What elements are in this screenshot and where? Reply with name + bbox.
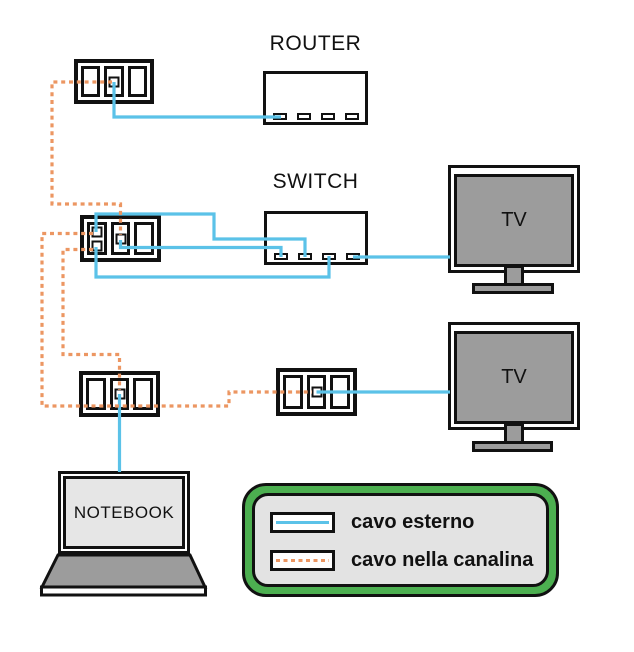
notebook-base	[39, 553, 208, 589]
switch-device	[264, 211, 368, 265]
wall-socket-middle	[80, 215, 161, 262]
ethernet-port	[311, 386, 322, 398]
notebook-base-strip	[40, 585, 207, 597]
ethernet-port	[91, 226, 103, 238]
legend-swatch-dashed	[270, 550, 335, 571]
ethernet-port	[108, 76, 120, 87]
socket-slot	[283, 375, 303, 409]
socket-slot	[86, 378, 106, 410]
legend-panel: cavo esterno cavo nella canalina	[252, 493, 549, 587]
tv-stand-base	[472, 441, 553, 452]
notebook-screen: NOTEBOOK	[63, 476, 185, 549]
ethernet-port	[115, 233, 126, 244]
switch-label: SWITCH	[272, 170, 359, 193]
legend-row-external: cavo esterno	[270, 512, 546, 533]
switch-port-2	[298, 253, 312, 260]
router-port-2	[297, 113, 311, 120]
socket-slot	[104, 66, 124, 97]
socket-slot	[133, 378, 154, 410]
tv-screen: TV	[454, 174, 574, 267]
wall-socket-top	[74, 59, 154, 104]
socket-slot	[330, 375, 351, 409]
tv-top-label: TV	[501, 209, 527, 231]
router-port-3	[321, 113, 335, 120]
tv-bottom-label: TV	[501, 366, 527, 388]
wall-socket-tv	[276, 368, 357, 416]
socket-slot	[110, 222, 131, 255]
notebook-lid: NOTEBOOK	[58, 471, 190, 554]
router-label: ROUTER	[269, 32, 362, 55]
switch-port-3	[322, 253, 336, 260]
switch-port-4	[346, 253, 360, 260]
socket-slot	[306, 375, 327, 409]
legend-dashed-line	[276, 558, 329, 563]
router-port-4	[345, 113, 359, 120]
tv-stand-base	[472, 283, 554, 294]
conduit-cable-3	[61, 247, 122, 390]
ethernet-port	[114, 388, 125, 400]
router-device	[263, 71, 368, 125]
socket-slot	[127, 66, 147, 97]
legend-label-external: cavo esterno	[351, 511, 475, 533]
legend: cavo esterno cavo nella canalina	[242, 483, 559, 597]
legend-label-conduit: cavo nella canalina	[351, 549, 534, 571]
wall-socket-bottom-left	[79, 371, 160, 417]
tv-screen: TV	[454, 331, 574, 424]
notebook-label: NOTEBOOK	[73, 502, 175, 522]
socket-slot	[109, 378, 130, 410]
socket-slot	[81, 66, 101, 97]
legend-solid-line	[276, 520, 329, 525]
legend-swatch-solid	[270, 512, 335, 533]
tv-bottom-device: TV	[448, 322, 580, 430]
legend-row-conduit: cavo nella canalina	[270, 550, 546, 571]
switch-port-1	[274, 253, 288, 260]
router-port-1	[273, 113, 287, 120]
ethernet-port	[91, 240, 103, 252]
socket-slot	[87, 222, 107, 255]
conduit-cable-1	[50, 80, 123, 235]
tv-top-device: TV	[448, 165, 580, 273]
socket-slot	[134, 222, 155, 255]
